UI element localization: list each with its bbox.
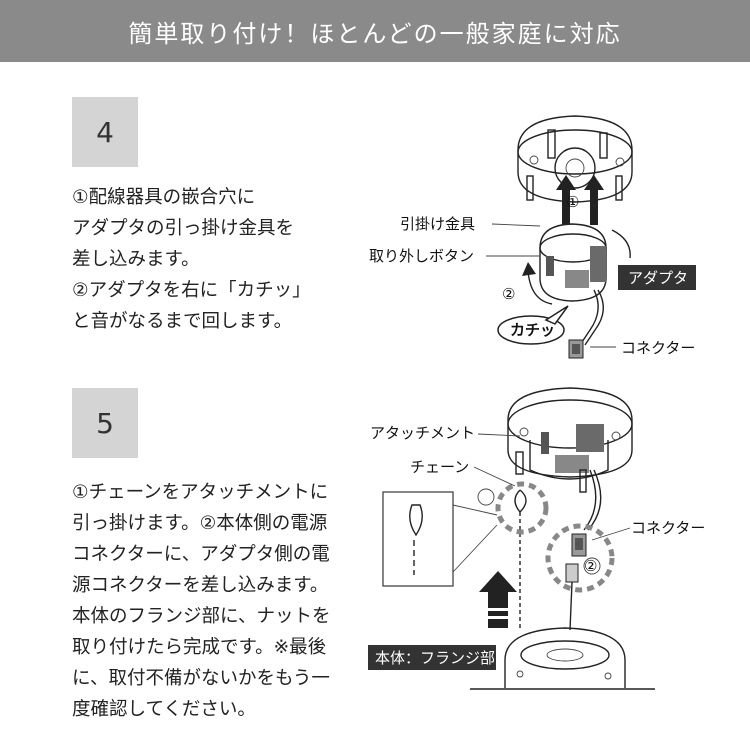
step-4-number: 4 <box>72 97 138 167</box>
ceiling-receptacle-drawing <box>517 115 633 203</box>
step-5-line: に、取付不備がないかをもう一 <box>72 668 330 689</box>
flange-label-box <box>368 645 496 670</box>
step-4-text: ①配線器具の嵌合穴に アダプタの引っ掛け金具を 差し込みます。 ②アダプタを右に… <box>72 182 311 337</box>
page-header: 簡単取り付け！ほとんどの一般家庭に対応 <box>0 0 750 62</box>
click-bubble: カチッ <box>497 305 569 345</box>
label-click: カチッ <box>510 321 555 339</box>
label-connector: コネクター <box>621 339 695 357</box>
label-chain: チェーン <box>410 458 469 476</box>
step-4-line: と音がなるまで回します。 <box>72 311 293 332</box>
step-5-line: 度確認してください。 <box>72 699 256 720</box>
mark-1: ① <box>566 193 579 211</box>
chain-zoom-box <box>382 491 498 587</box>
label-attachment: アタッチメント <box>370 424 475 442</box>
mounted-adapter-drawing <box>507 387 633 493</box>
label-flange: 本体：フランジ部 <box>375 649 495 667</box>
connector-highlight-circle <box>545 523 615 593</box>
step-5-line: コネクターに、アダプタ側の電 <box>72 544 330 565</box>
chain-highlight-circle <box>495 481 549 535</box>
adapter-label-box <box>618 265 696 290</box>
step-5-number: 5 <box>72 388 138 458</box>
header-title: 簡単取り付け！ほとんどの一般家庭に対応 <box>128 19 622 48</box>
label-adapter: アダプタ <box>628 269 688 287</box>
step-4-line: ①配線器具の嵌合穴に <box>72 187 256 208</box>
fixture-flange-drawing <box>470 627 655 690</box>
lift-arrow <box>479 571 517 628</box>
step-5-line: ①チェーンをアタッチメントに <box>72 482 329 503</box>
label-connector: コネクター <box>631 519 705 537</box>
step-5-text: ①チェーンをアタッチメントに 引っ掛けます。②本体側の電源 コネクターに、アダプ… <box>72 477 330 725</box>
step-4-line: 差し込みます。 <box>72 249 200 270</box>
chain-drawing <box>514 489 527 628</box>
step-5-line: 取り付けたら完成です。※最後 <box>72 637 327 658</box>
label-hook: 引掛け金具 <box>400 215 475 233</box>
insert-arrows <box>556 175 604 225</box>
step-5-line: 源コネクターを差し込みます。 <box>72 575 329 596</box>
connector-drawing <box>568 339 584 359</box>
step-5-line: 引っ掛けます。②本体側の電源 <box>72 513 328 534</box>
connector-pair-drawing <box>565 533 587 583</box>
mark-2: ② <box>584 557 597 575</box>
adapter-drawing <box>539 223 607 302</box>
step-4-line: アダプタの引っ掛け金具を <box>72 218 295 239</box>
mark-2: ② <box>502 285 515 303</box>
step-4-line: ②アダプタを右に「カチッ」 <box>72 280 311 301</box>
label-release-button: 取り外しボタン <box>369 247 474 265</box>
step-5-line: 本体のフランジ部に、ナットを <box>72 606 331 627</box>
